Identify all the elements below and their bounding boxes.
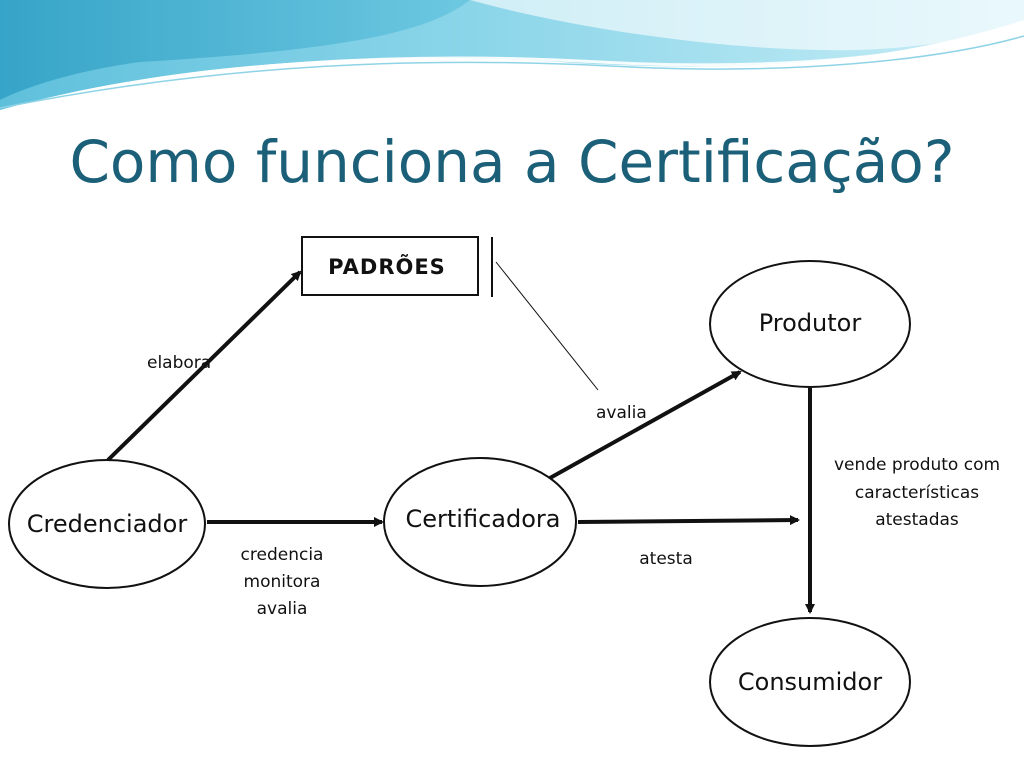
consumer-node: Consumidor <box>709 617 911 747</box>
line-standards-to-avalia <box>495 261 599 391</box>
certifier-label: Certificadora <box>406 505 561 533</box>
edge-label-vende-1: vende produto com <box>834 455 1000 475</box>
edge-label-elabora: elabora <box>147 353 211 373</box>
edge-label-avalia-2: avalia <box>257 599 308 619</box>
edge-label-vende-3: atestadas <box>875 510 959 530</box>
producer-label: Produtor <box>759 309 862 337</box>
header-wave-banner <box>0 0 1024 114</box>
edge-label-credencia: credencia <box>241 545 324 565</box>
accreditor-label: Credenciador <box>27 510 188 538</box>
edge-label-atesta: atesta <box>639 549 692 569</box>
arrow-accreditor-to-standards <box>106 270 302 462</box>
edge-label-vende-2: características <box>855 483 979 503</box>
standards-box: PADRÕES <box>301 236 493 297</box>
standards-label: PADRÕES <box>328 254 446 279</box>
edge-label-monitora: monitora <box>244 572 321 592</box>
arrow-certifier-to-product <box>577 515 800 526</box>
slide-title: Como funciona a Certificação? <box>69 128 955 196</box>
consumer-label: Consumidor <box>738 668 882 696</box>
certifier-node: Certificadora <box>383 457 577 587</box>
edge-label-avalia: avalia <box>596 403 647 423</box>
arrow-certifier-to-producer <box>549 370 742 480</box>
accreditor-node: Credenciador <box>8 459 206 589</box>
producer-node: Produtor <box>709 260 911 388</box>
